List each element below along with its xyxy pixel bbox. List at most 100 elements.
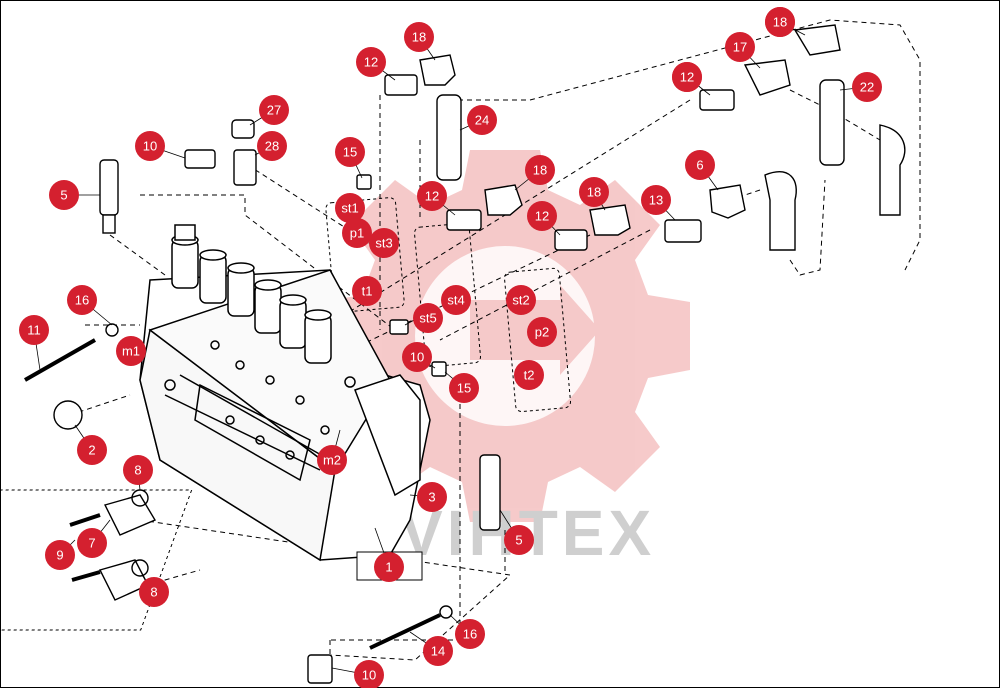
callout-label: 13 [649, 193, 663, 208]
callout-circle [356, 47, 386, 77]
callout-11: 11 [19, 315, 49, 345]
callout-5: 5 [49, 180, 79, 210]
callout-t1: t1 [352, 276, 382, 306]
callout-8: 8 [123, 455, 153, 485]
callout-st3: st3 [369, 228, 399, 258]
callout-label: 12 [364, 55, 378, 70]
callout-18: 18 [525, 155, 555, 185]
callout-label: t1 [362, 284, 373, 299]
callout-label: 10 [410, 350, 424, 365]
callout-p1: p1 [342, 218, 372, 248]
callout-label: 27 [267, 103, 281, 118]
callout-circle [672, 62, 702, 92]
callout-circle [525, 155, 555, 185]
callout-circle [417, 482, 447, 512]
callout-circle [374, 552, 404, 582]
callout-circle [45, 540, 75, 570]
callout-2: 2 [77, 435, 107, 465]
callout-label: 8 [150, 585, 157, 600]
callout-10: 10 [354, 660, 384, 688]
callout-14: 14 [423, 636, 453, 666]
callout-5: 5 [504, 525, 534, 555]
callout-circle [725, 32, 755, 62]
callout-17: 17 [725, 32, 755, 62]
callout-label: 2 [88, 443, 95, 458]
callout-label: 28 [265, 139, 279, 154]
callout-7: 7 [77, 528, 107, 558]
callout-p2: p2 [527, 317, 557, 347]
callout-circle [342, 218, 372, 248]
callout-st4: st4 [441, 285, 471, 315]
callout-label: 12 [535, 209, 549, 224]
callout-label: st3 [375, 236, 392, 251]
callout-label: 10 [143, 139, 157, 154]
callout-circle [317, 445, 347, 475]
callout-circle [413, 303, 443, 333]
callout-circle [579, 177, 609, 207]
callout-12: 12 [672, 62, 702, 92]
callout-circle [455, 619, 485, 649]
callout-circle [441, 285, 471, 315]
callout-label: 18 [773, 15, 787, 30]
fittings [24, 24, 906, 684]
callout-label: p2 [535, 325, 549, 340]
callout-circle [257, 131, 287, 161]
callout-st1: st1 [335, 193, 365, 223]
callout-label: 14 [431, 644, 445, 659]
callout-label: 15 [343, 145, 357, 160]
callout-st2: st2 [506, 285, 536, 315]
callout-3: 3 [417, 482, 447, 512]
callout-label: 6 [696, 158, 703, 173]
callout-m1: m1 [116, 336, 146, 366]
callout-12: 12 [356, 47, 386, 77]
callout-circle [135, 131, 165, 161]
callout-label: 10 [362, 668, 376, 683]
callout-label: 5 [60, 188, 67, 203]
callout-circle [116, 336, 146, 366]
callout-circle [335, 137, 365, 167]
callout-12: 12 [417, 181, 447, 211]
callout-circle [506, 285, 536, 315]
callout-18: 18 [579, 177, 609, 207]
callout-28: 28 [257, 131, 287, 161]
callout-circle [514, 360, 544, 390]
callout-circle [467, 105, 497, 135]
callout-label: st1 [341, 201, 358, 216]
callout-circle [685, 150, 715, 180]
callout-label: st2 [512, 293, 529, 308]
callout-15: 15 [335, 137, 365, 167]
callout-label: 1 [385, 560, 392, 575]
callout-label: m2 [323, 453, 341, 468]
callout-18: 18 [765, 7, 795, 37]
callout-9: 9 [45, 540, 75, 570]
callout-label: 9 [56, 548, 63, 563]
callout-circle [417, 181, 447, 211]
callout-label: 22 [860, 80, 874, 95]
callout-circle [77, 435, 107, 465]
callout-label: 5 [515, 533, 522, 548]
callout-circle [404, 22, 434, 52]
callout-circle [765, 7, 795, 37]
callout-circle [335, 193, 365, 223]
callout-label: 18 [533, 163, 547, 178]
callout-22: 22 [852, 72, 882, 102]
callout-10: 10 [402, 342, 432, 372]
callout-circle [423, 636, 453, 666]
callout-label: m1 [122, 344, 140, 359]
callout-label: 8 [134, 463, 141, 478]
callout-13: 13 [641, 185, 671, 215]
callout-circle [402, 342, 432, 372]
callout-label: 16 [463, 627, 477, 642]
callout-circle [49, 180, 79, 210]
callout-t2: t2 [514, 360, 544, 390]
callout-label: 3 [428, 490, 435, 505]
callout-circle [852, 72, 882, 102]
callout-1: 1 [374, 552, 404, 582]
callout-circle [259, 95, 289, 125]
callout-label: 24 [475, 113, 489, 128]
callout-16: 16 [455, 619, 485, 649]
callout-6: 6 [685, 150, 715, 180]
callout-circle [369, 228, 399, 258]
callout-label: 12 [425, 189, 439, 204]
